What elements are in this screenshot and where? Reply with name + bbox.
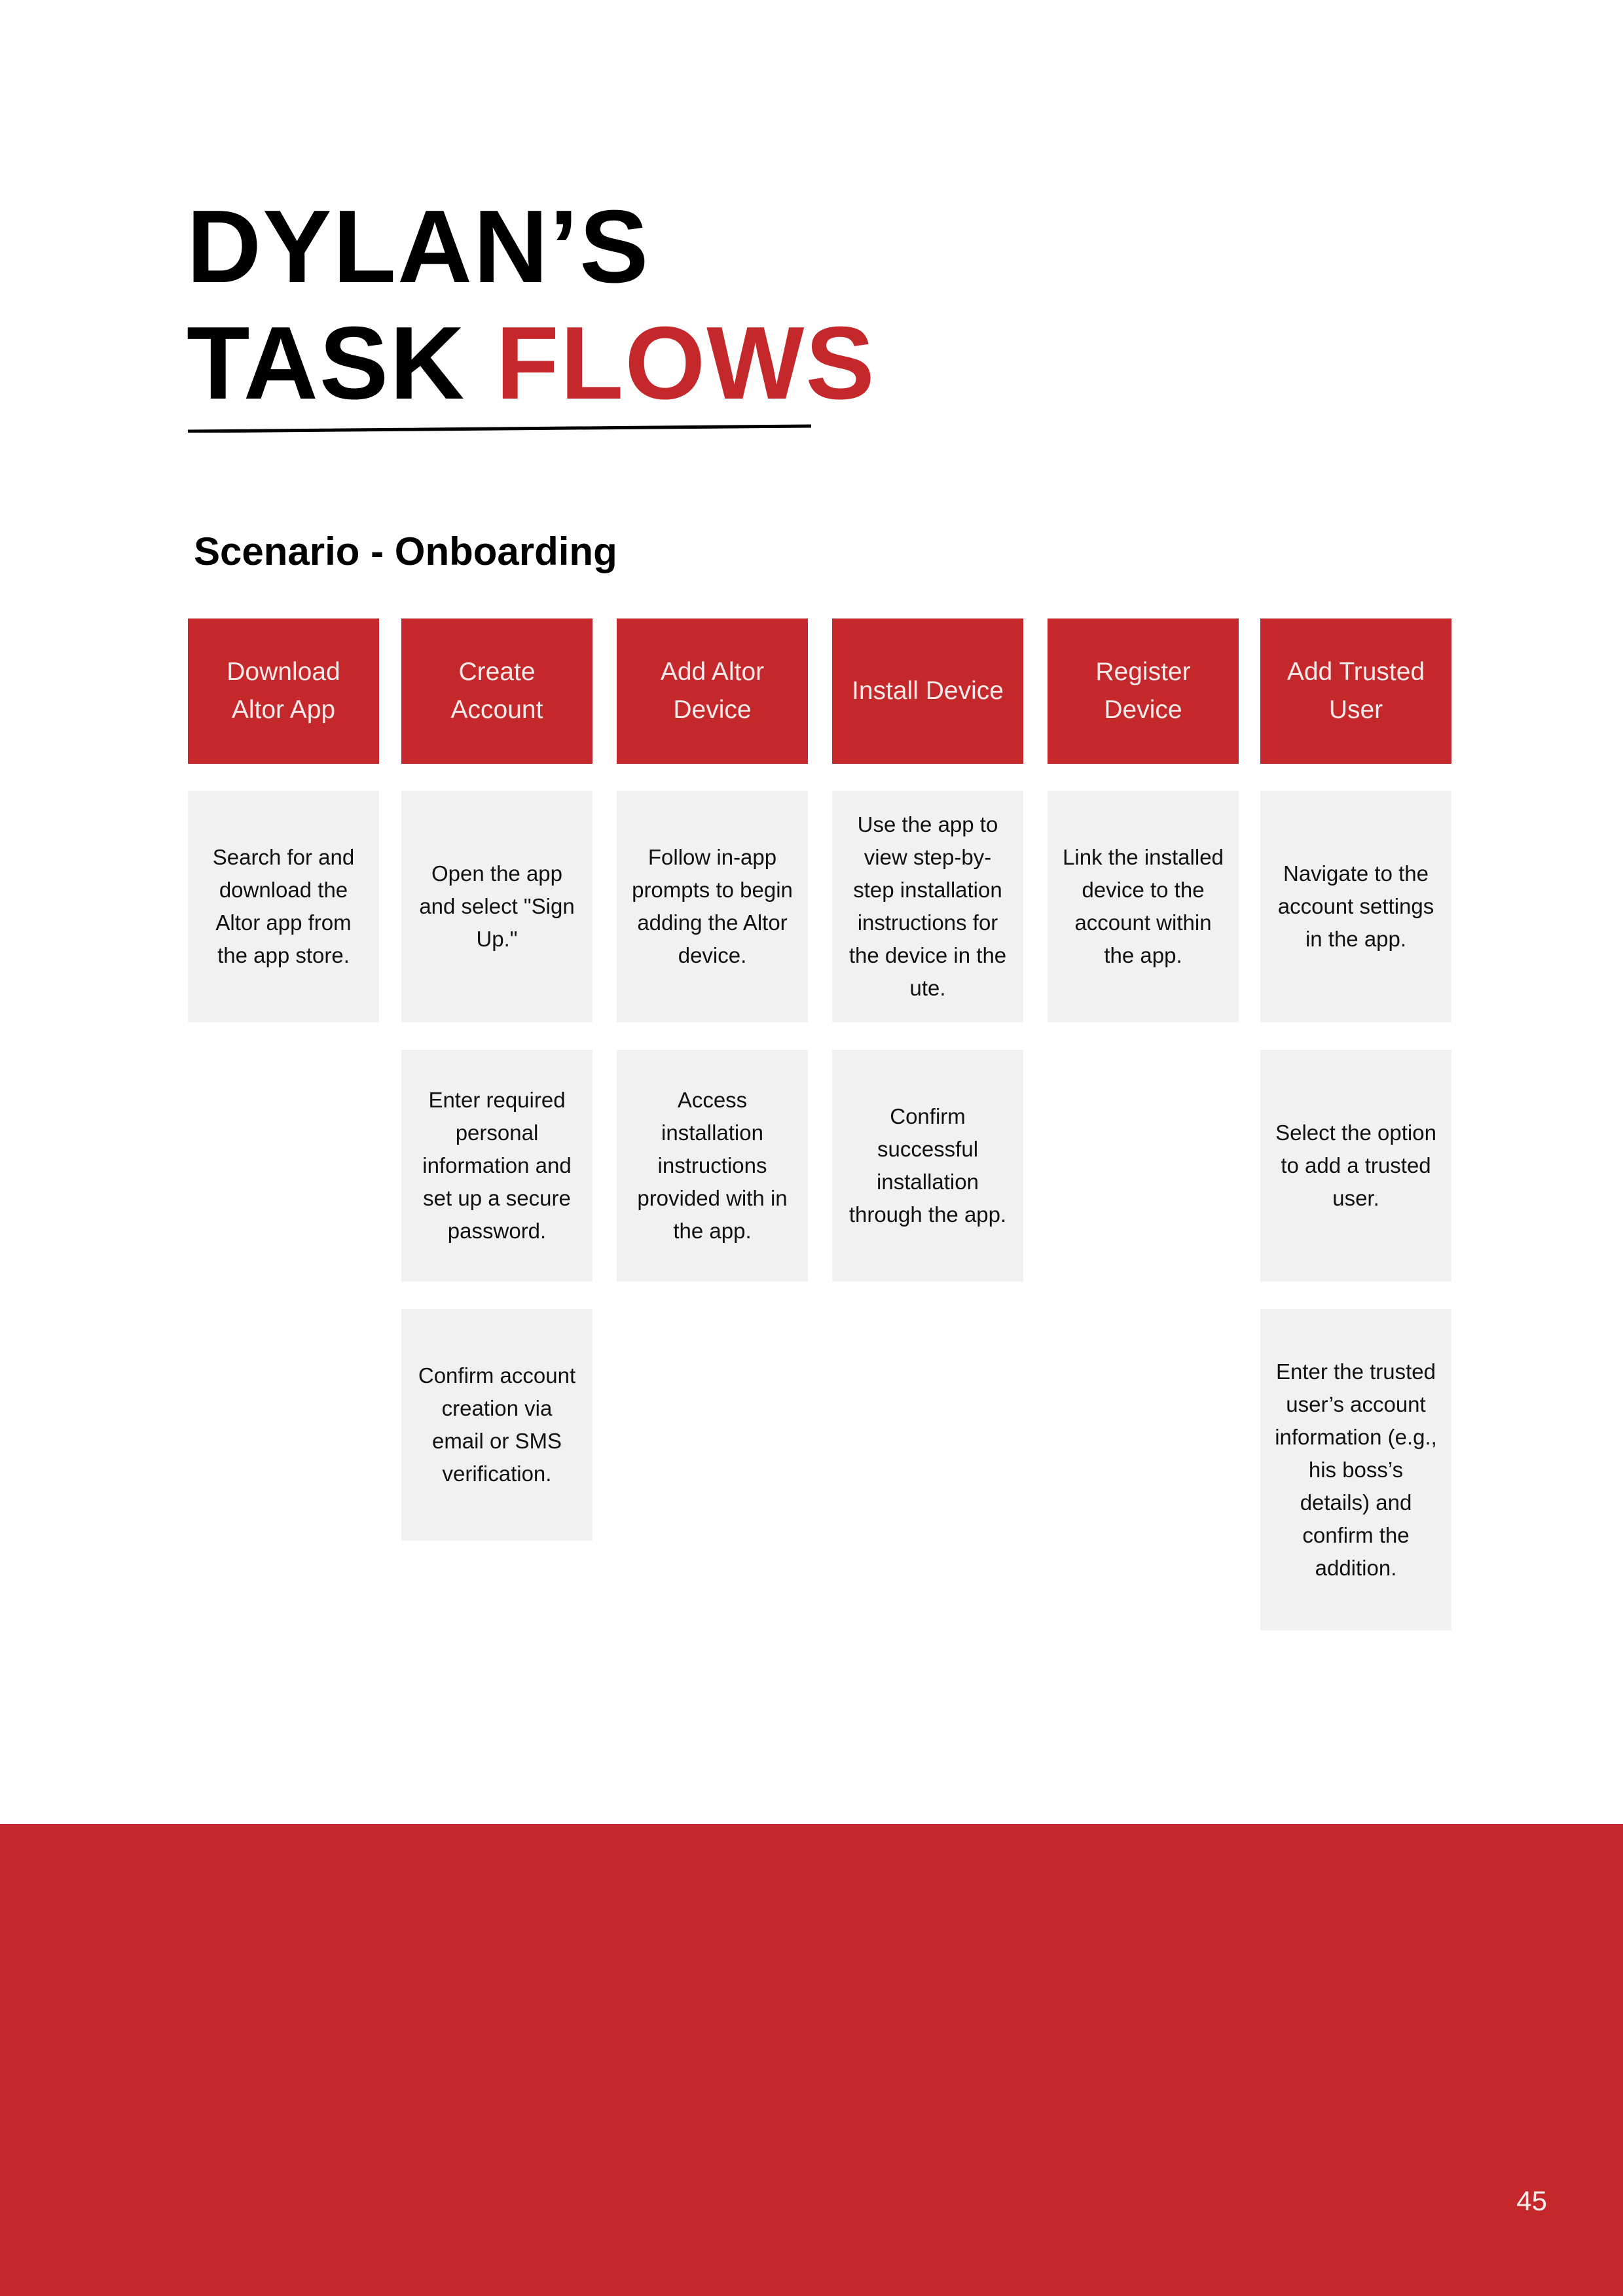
flow-column-add-device: Add Altor Device Follow in-app prompts t… xyxy=(617,619,808,1282)
flow-heading: Create Account xyxy=(401,619,593,764)
title-word-task: TASK xyxy=(187,306,466,421)
flow-step-card: Select the option to add a trusted user. xyxy=(1260,1050,1451,1282)
scenario-heading: Scenario - Onboarding xyxy=(194,529,617,573)
flow-step-card: Open the app and select "Sign Up." xyxy=(401,791,593,1022)
title-underline xyxy=(188,424,811,433)
flow-step-card: Link the installed device to the account… xyxy=(1048,791,1239,1022)
flow-step-card: Confirm successful installation through … xyxy=(832,1050,1023,1282)
flow-step-card: Enter the trusted user’s account informa… xyxy=(1260,1309,1451,1630)
flow-step-card: Follow in-app prompts to begin adding th… xyxy=(617,791,808,1022)
title-word-flows: FLOWS xyxy=(496,306,876,421)
flow-step-card: Access installation instructions provide… xyxy=(617,1050,808,1282)
flow-step-card: Search for and download the Altor app fr… xyxy=(188,791,379,1022)
flow-column-create-account: Create Account Open the app and select "… xyxy=(401,619,593,1541)
flow-heading: Add Trusted User xyxy=(1260,619,1451,764)
flow-heading: Install Device xyxy=(832,619,1023,764)
page-number: 45 xyxy=(1516,2185,1547,2216)
flow-step-card: Enter required personal information and … xyxy=(401,1050,593,1282)
title-line-1: DYLAN’S xyxy=(187,189,650,304)
footer-band xyxy=(0,1824,1623,2296)
flow-step-card: Use the app to view step-by-step install… xyxy=(832,791,1023,1022)
flow-step-card: Navigate to the account settings in the … xyxy=(1260,791,1451,1022)
flow-column-register-device: Register Device Link the installed devic… xyxy=(1048,619,1239,1022)
flow-column-add-trusted-user: Add Trusted User Navigate to the account… xyxy=(1260,619,1451,1630)
title-line-2: TASK FLOWS xyxy=(187,305,876,422)
page-title: DYLAN’S TASK FLOWS xyxy=(187,188,876,422)
flow-heading: Register Device xyxy=(1048,619,1239,764)
flow-column-download-app: Download Altor App Search for and downlo… xyxy=(188,619,379,1022)
flow-column-install-device: Install Device Use the app to view step-… xyxy=(832,619,1023,1282)
flow-heading: Download Altor App xyxy=(188,619,379,764)
flow-heading: Add Altor Device xyxy=(617,619,808,764)
flow-step-card: Confirm account creation via email or SM… xyxy=(401,1309,593,1541)
